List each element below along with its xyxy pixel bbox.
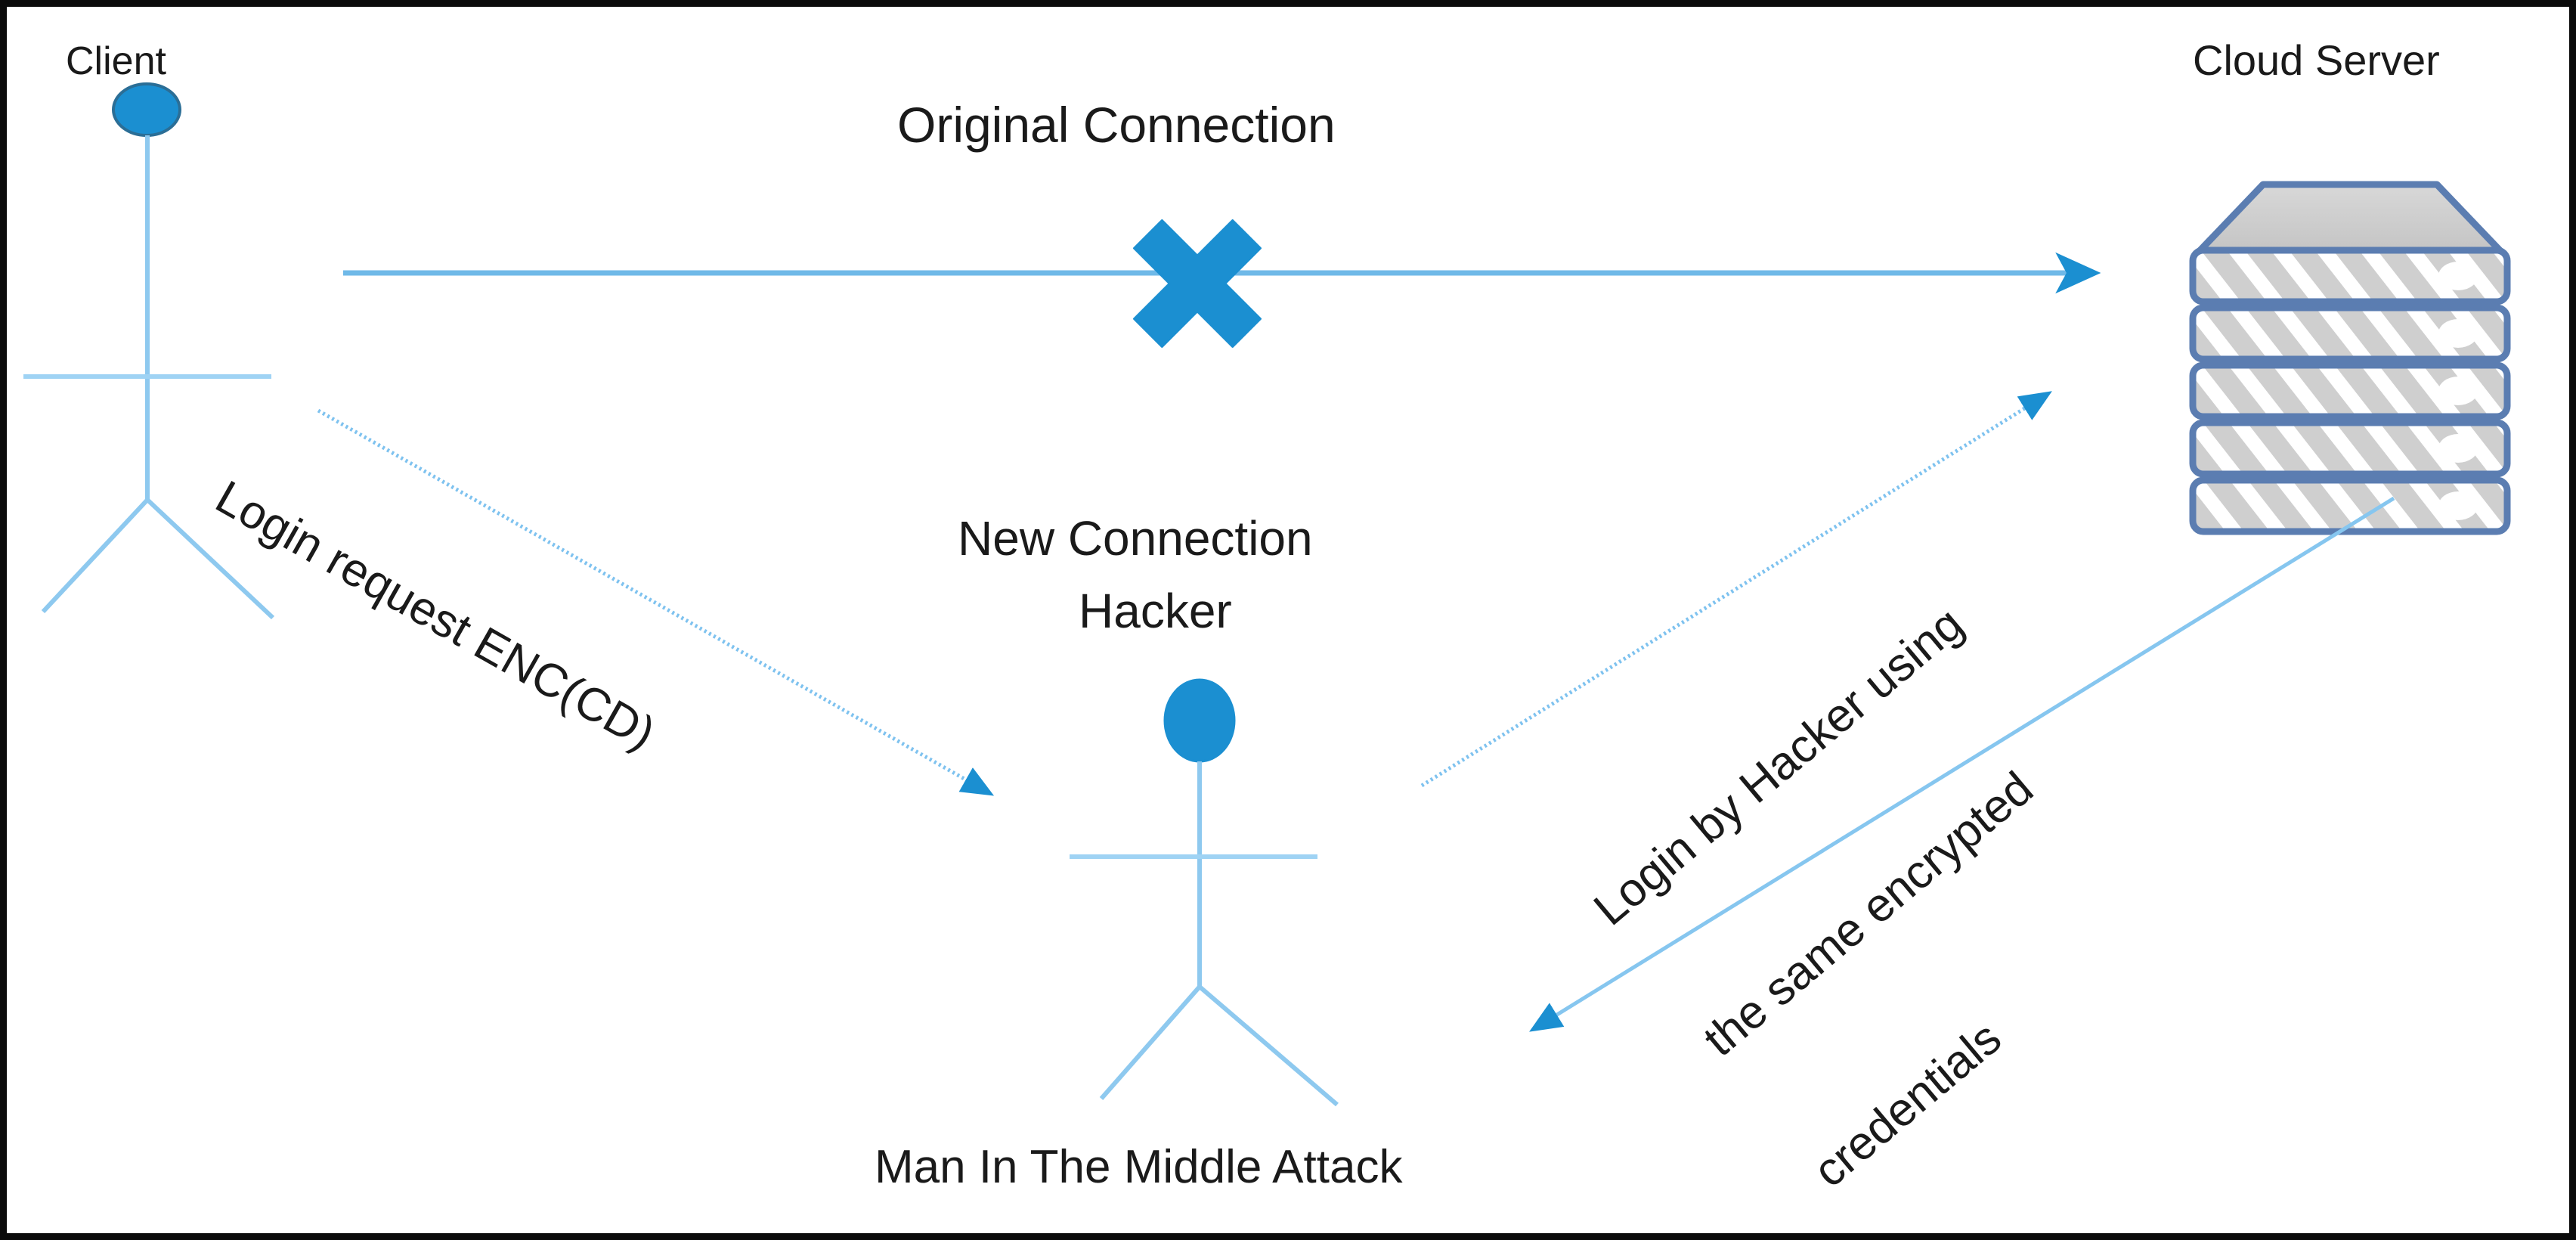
cloud-server-label: Cloud Server bbox=[2193, 36, 2440, 84]
server-rack-icon bbox=[2189, 181, 2511, 535]
mitm-caption: Man In The Middle Attack bbox=[875, 1141, 1403, 1193]
hacker-head-icon bbox=[1163, 678, 1236, 763]
client-label: Client bbox=[66, 39, 166, 83]
original-connection-title: Original Connection bbox=[897, 97, 1336, 153]
diagram-vector-layer bbox=[23, 82, 2511, 1107]
client-right-leg bbox=[145, 498, 275, 620]
client-left-leg bbox=[41, 498, 150, 614]
new-connection-label: New Connection bbox=[958, 511, 1313, 566]
hacker-left-leg bbox=[1099, 985, 1202, 1100]
server-led-icons bbox=[2438, 262, 2478, 520]
hacker-login-arrow bbox=[1420, 391, 2052, 788]
client-head-icon bbox=[112, 82, 181, 137]
login-request-arrow bbox=[317, 408, 995, 796]
server-response-arrow bbox=[1529, 496, 2395, 1032]
hacker-label: Hacker bbox=[1079, 584, 1232, 638]
blocked-connection-x-icon bbox=[1133, 219, 1262, 348]
hacker-right-leg bbox=[1198, 984, 1339, 1107]
client-figure bbox=[23, 82, 275, 620]
hacker-figure bbox=[1070, 678, 1339, 1107]
